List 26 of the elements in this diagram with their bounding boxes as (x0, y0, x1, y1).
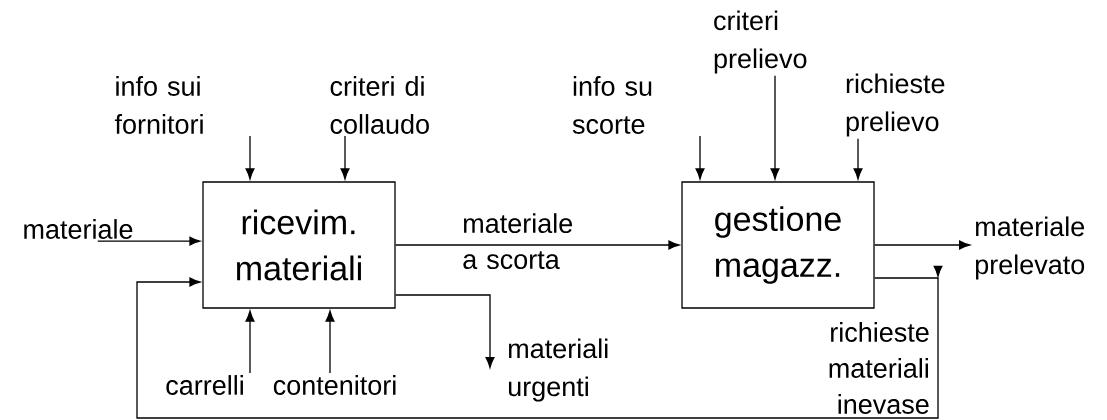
arrow-label: contenitori (273, 375, 396, 395)
arrow-label: criteri prelievo (714, 10, 807, 74)
arrow-label: info su scorte (572, 76, 652, 134)
arrow-label: materiali urgenti (508, 338, 608, 402)
arrow (245, 135, 255, 180)
arrow-label: criteri di collaudo (330, 76, 429, 134)
arrow (325, 310, 335, 374)
edge-label: richieste materiali inevase (829, 322, 929, 414)
arrow (136, 265, 943, 419)
arrow-label: materiale prelevato (975, 216, 1085, 280)
arrow-label: info sui fornitori (114, 76, 203, 134)
arrow (395, 294, 495, 369)
arrow (340, 135, 350, 180)
arrow (245, 310, 255, 374)
arrow (874, 240, 971, 250)
arrow-label: carrelli (166, 375, 243, 395)
process-box: ricevim. materiali (202, 181, 396, 309)
process-box: gestione magazz. (681, 181, 875, 309)
arrow-label: richieste prelievo (846, 73, 945, 137)
arrow (853, 138, 863, 180)
arrow-label: materiale (24, 219, 133, 239)
arrow (97, 236, 201, 246)
arrow (695, 135, 705, 180)
edge-label: materiale a scorta (463, 213, 573, 270)
arrow (395, 240, 680, 250)
arrow (770, 75, 780, 180)
